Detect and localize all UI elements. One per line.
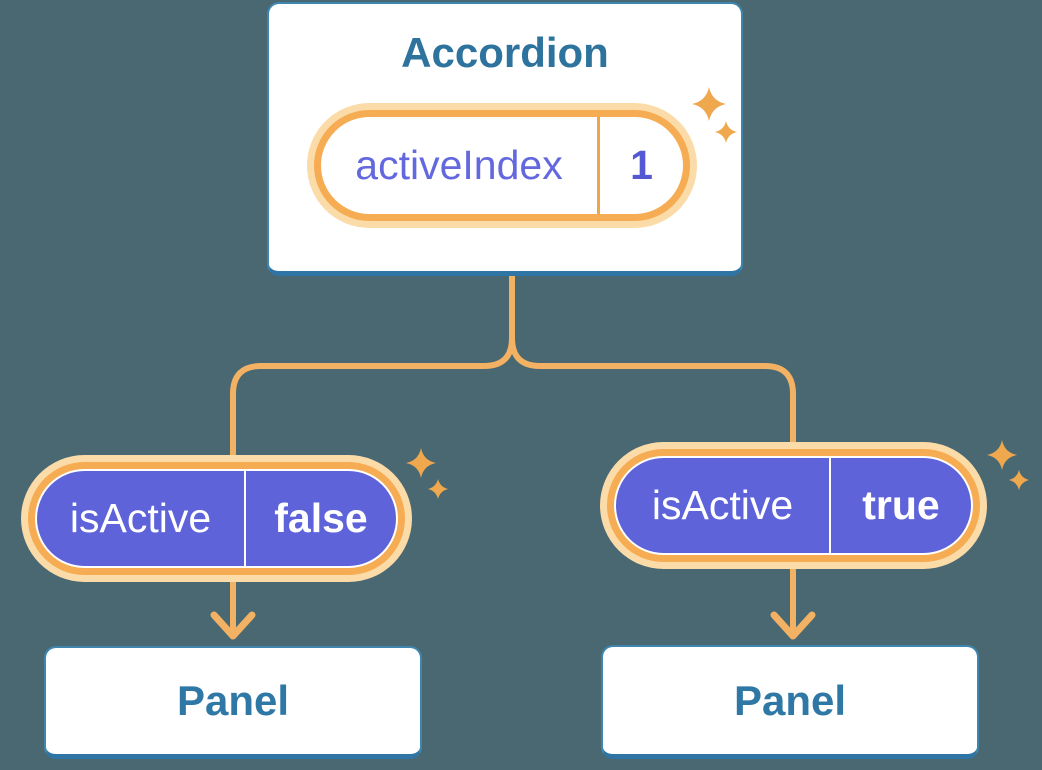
prop-pill-isactive-true: isActive true (614, 456, 973, 555)
prop-pill-divider (244, 471, 246, 566)
connector-branch-right (509, 269, 796, 453)
arrow-down-icon (770, 611, 816, 640)
arrow-down-icon (210, 611, 256, 640)
prop-pill-isactive-false: isActive false (35, 469, 398, 568)
state-pill-value: 1 (630, 142, 653, 188)
accordion-card: Accordion activeIndex 1 (267, 2, 743, 276)
prop-pill-divider (829, 458, 831, 553)
state-pill: activeIndex 1 (314, 110, 690, 221)
sparkle-icon (406, 448, 436, 478)
sparkle-small-icon (1009, 470, 1029, 490)
sparkle-small-icon (428, 479, 448, 499)
panel-card-left: Panel (44, 646, 422, 759)
sparkle-icon (987, 440, 1017, 470)
prop-pill-value: true (862, 482, 940, 528)
accordion-title: Accordion (401, 29, 609, 76)
prop-pill-value: false (274, 495, 368, 541)
state-pill-divider (597, 117, 600, 214)
panel-title: Panel (733, 676, 847, 724)
connector-branch-left (230, 269, 515, 461)
prop-pill-label: isActive (69, 495, 212, 541)
panel-title: Panel (176, 677, 290, 724)
state-pill-label: activeIndex (355, 142, 563, 188)
panel-card-right: Panel (601, 645, 979, 759)
prop-pill-label: isActive (651, 482, 794, 528)
